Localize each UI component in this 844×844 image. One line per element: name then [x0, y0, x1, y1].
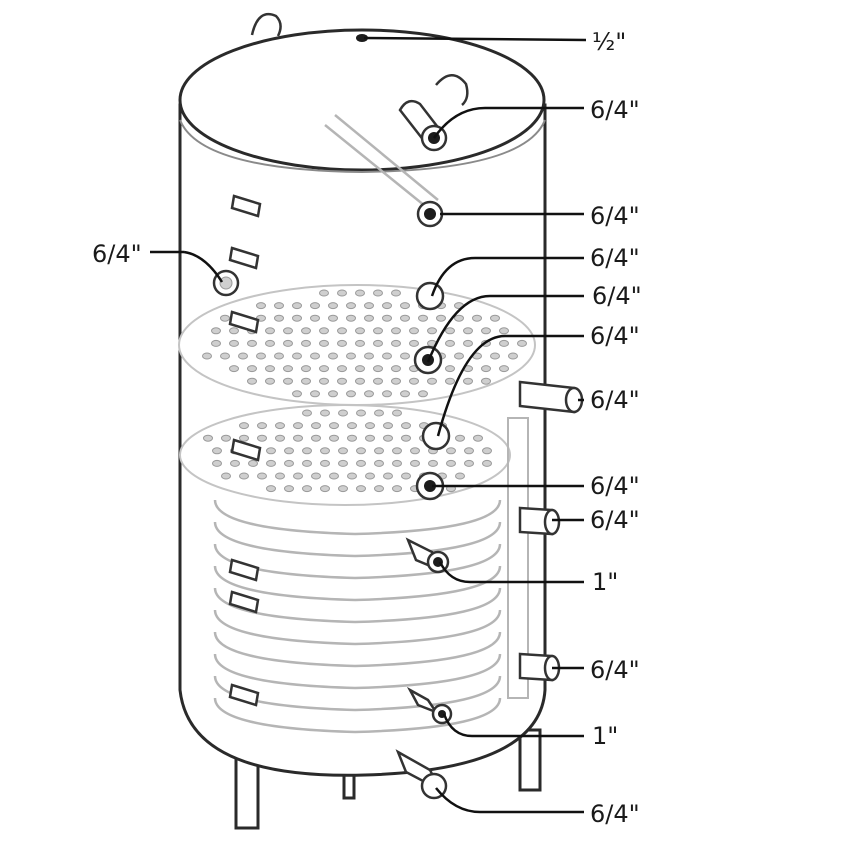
front-ports	[212, 99, 453, 800]
label-side-1: 6/4"	[590, 386, 640, 414]
label-front-1: 6/4"	[590, 244, 640, 272]
port-labels: ½" 6/4" 6/4" 6/4" 6/4" 6/4" 6/4" 6/4" 6/…	[92, 28, 642, 828]
side-riser-pipe	[507, 417, 529, 699]
label-front-4: 6/4"	[590, 472, 640, 500]
label-sensor-1: 6/4"	[590, 202, 640, 230]
label-side-3: 6/4"	[590, 656, 640, 684]
upper-baffle-plate	[178, 284, 536, 406]
lower-baffle-plate	[179, 404, 511, 506]
label-top-flow: 6/4"	[590, 96, 640, 124]
label-front-2: 6/4"	[592, 282, 642, 310]
label-top-half-inch: ½"	[592, 28, 626, 56]
tank-legs	[234, 728, 542, 830]
side-ports	[518, 380, 584, 682]
label-left-port: 6/4"	[92, 240, 142, 268]
label-coil-out: 1"	[592, 722, 618, 750]
label-side-2: 6/4"	[590, 506, 640, 534]
label-front-3: 6/4"	[590, 322, 640, 350]
sensor-brackets	[228, 194, 262, 707]
leader-lines	[150, 36, 587, 814]
heat-exchanger-coil	[213, 499, 502, 734]
label-bottom-drain: 6/4"	[590, 800, 640, 828]
label-coil-in: 1"	[592, 568, 618, 596]
dip-tube	[324, 114, 439, 211]
